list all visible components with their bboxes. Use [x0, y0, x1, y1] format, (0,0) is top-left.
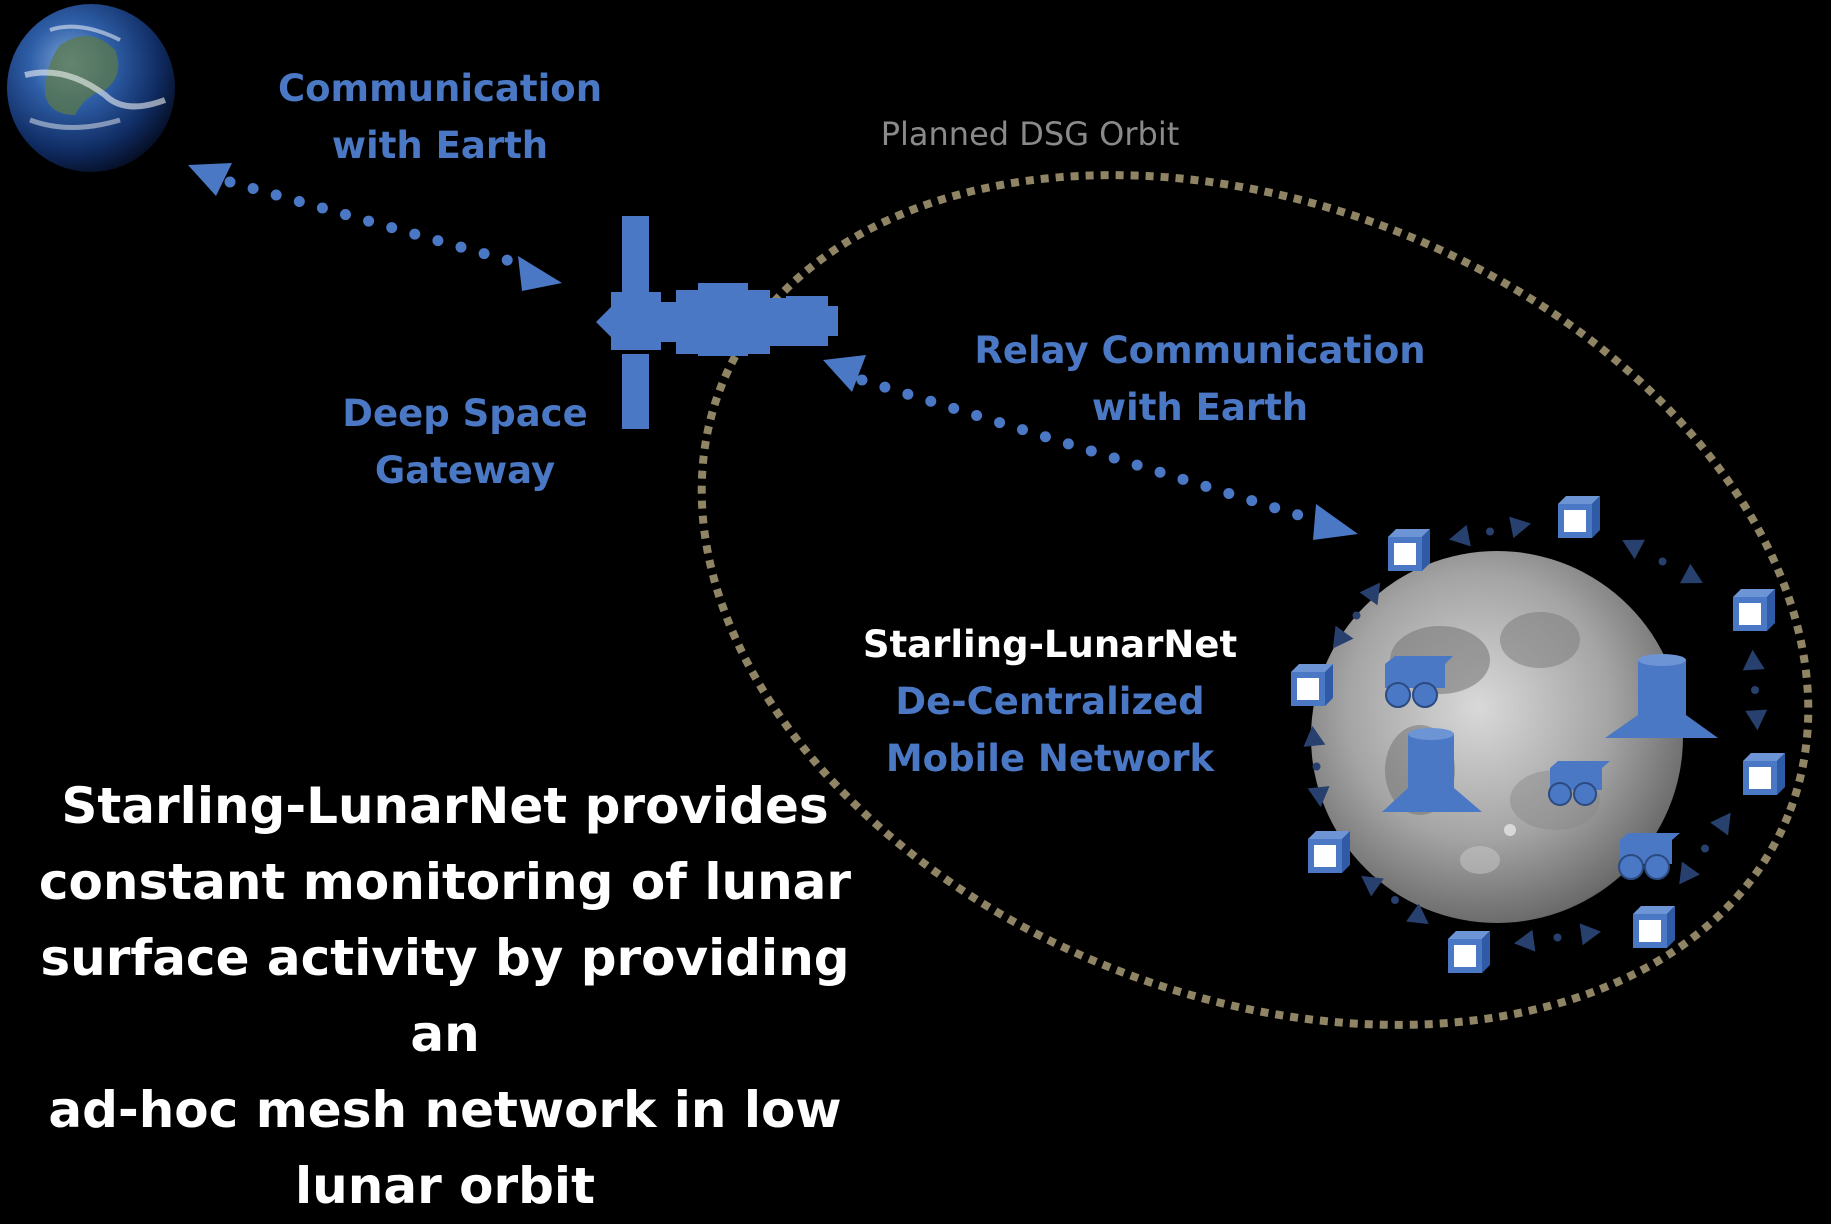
- mesh-link-arrow: [1361, 875, 1429, 925]
- cubesat-icon: [1291, 664, 1333, 706]
- rover-icon: [1548, 761, 1610, 806]
- gateway-label: Deep Space Gateway: [342, 392, 588, 492]
- mesh-link-arrow: [1303, 725, 1330, 808]
- network-name: Starling-LunarNet: [862, 623, 1238, 666]
- planned-orbit-label: Planned DSG Orbit: [880, 115, 1180, 153]
- lander-icon: [1605, 654, 1718, 738]
- earth-icon: [7, 4, 175, 172]
- cubesat-icon: [1633, 906, 1675, 948]
- cubesat-icon: [1743, 753, 1785, 795]
- rover-icon: [1385, 656, 1453, 708]
- comm-earth-label: Communication with Earth: [277, 67, 603, 167]
- orbit-mesh-network: [1291, 496, 1785, 973]
- cubesat-icon: [1388, 529, 1430, 571]
- relay-comm-label: Relay Communication with Earth: [974, 329, 1426, 429]
- cubesat-icon: [1733, 589, 1775, 631]
- earth-gateway-link-arrow: [188, 163, 562, 291]
- planned-orbit-path: [697, 171, 1813, 1029]
- mesh-link-arrow: [1742, 649, 1768, 731]
- gateway-moon-relay-arrow: [823, 355, 1358, 540]
- mesh-link-arrow: [1679, 812, 1731, 885]
- space-station-icon: [596, 216, 838, 429]
- mesh-link-arrow: [1449, 516, 1531, 547]
- cubesat-icon: [1558, 496, 1600, 538]
- cubesat-icon: [1448, 931, 1490, 973]
- mesh-link-arrow: [1622, 539, 1703, 584]
- mesh-link-arrow: [1514, 923, 1601, 952]
- rover-icon: [1618, 833, 1680, 880]
- cubesat-icon: [1308, 831, 1350, 873]
- mesh-link-arrow: [1332, 582, 1381, 649]
- network-label: Starling-LunarNet De-Centralized Mobile …: [850, 626, 1250, 777]
- diagram-canvas: [7, 4, 1813, 1029]
- lander-icon: [1382, 728, 1482, 812]
- summary-text: Starling-LunarNet provides constant moni…: [38, 777, 852, 1215]
